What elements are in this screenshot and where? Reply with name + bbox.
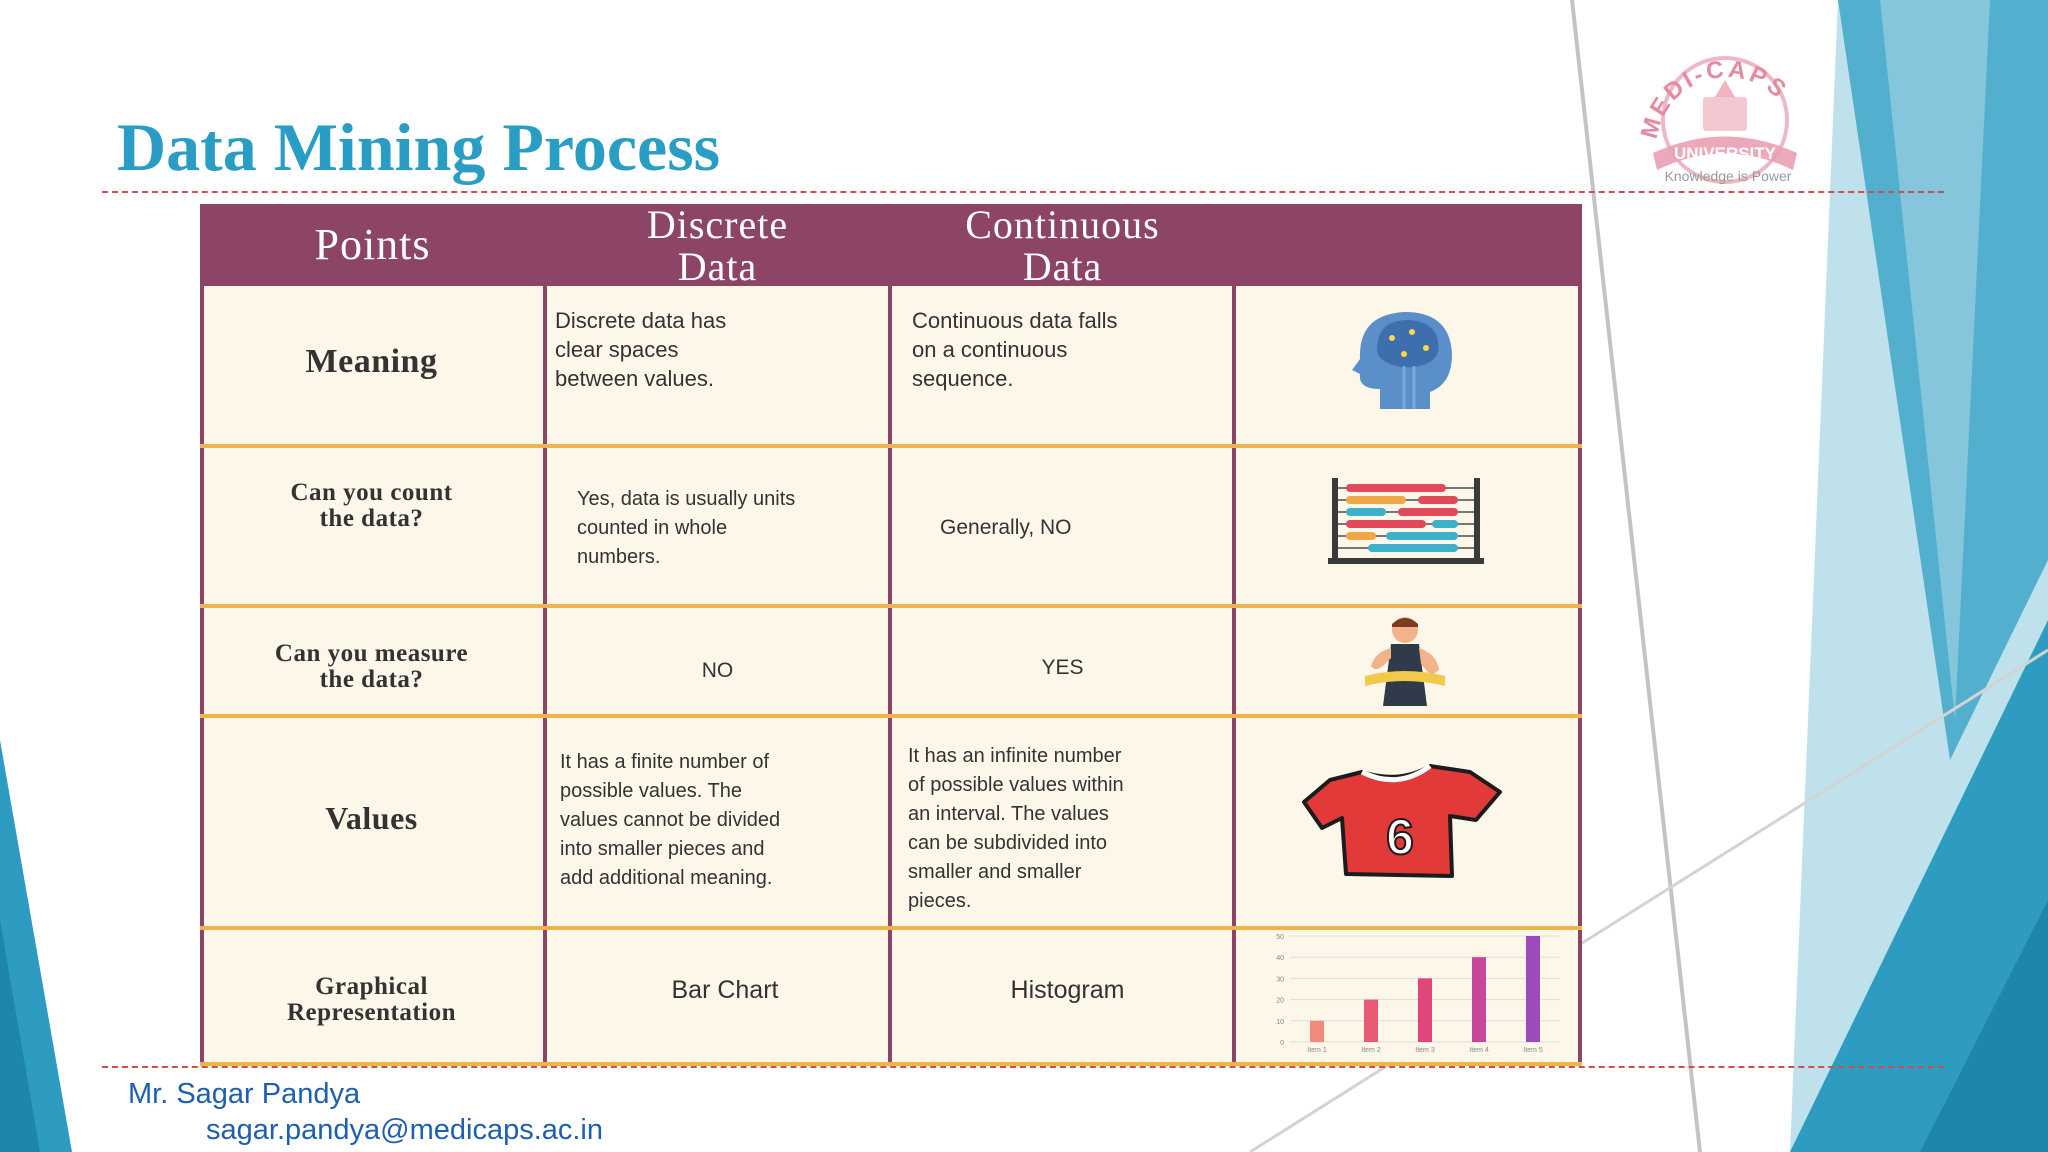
footer-divider (102, 1066, 1944, 1068)
chart-x-tick-label: Item 4 (1469, 1047, 1489, 1054)
jersey-number: 6 (1386, 809, 1414, 865)
header-continuous: Continuous Data (890, 204, 1235, 288)
chart-bar (1418, 978, 1432, 1042)
chart-y-tick-label: 40 (1276, 955, 1284, 962)
university-logo: MEDI-CAPS UNIVERSITY (1636, 56, 1797, 184)
jersey-six-icon: 6 (1302, 763, 1502, 878)
author-email[interactable]: sagar.pandya@medicaps.ac.in (206, 1114, 604, 1146)
title-divider (102, 191, 1944, 193)
row-label-line: the data? (319, 505, 424, 533)
comparison-table: Points Discrete Data Continuous Data Mea… (200, 204, 1582, 1066)
cell-line: sequence. (912, 366, 1014, 391)
measure-discrete-cell: NO (545, 656, 890, 685)
cell-line: Bar Chart (671, 976, 779, 1004)
row-label-values: Values (200, 800, 543, 836)
graphical-continuous-cell: Histogram (890, 976, 1245, 1005)
header-continuous-line1: Continuous (965, 202, 1160, 247)
chart-bar (1526, 936, 1540, 1042)
meaning-discrete-cell: Discrete data has clear spaces between v… (555, 306, 880, 393)
row-divider (200, 1062, 1582, 1066)
meaning-continuous-cell: Continuous data falls on a continuous se… (912, 306, 1227, 393)
cell-line: Histogram (1010, 976, 1125, 1004)
chart-bar (1472, 957, 1486, 1042)
header-points: Points (314, 220, 431, 269)
chart-x-tick-label: Item 3 (1415, 1047, 1435, 1054)
measure-continuous-cell: YES (890, 653, 1235, 682)
page-title: Data Mining Process (117, 109, 721, 185)
chart-x-tick-label: Item 1 (1307, 1047, 1327, 1054)
chart-y-tick-label: 30 (1276, 976, 1284, 983)
column-divider (543, 204, 547, 1066)
row-divider (200, 714, 1582, 718)
cell-line: can be subdivided into (908, 832, 1108, 854)
table-border-left (200, 204, 204, 1066)
row-divider (200, 444, 1582, 448)
header-discrete-line2: Data (677, 244, 758, 289)
row-label-line: Meaning (305, 343, 438, 380)
row-label-count: Can you count the data? (200, 479, 543, 533)
header-discrete: Discrete Data (545, 204, 890, 288)
cell-line: values cannot be divided (560, 809, 781, 831)
header-discrete-line1: Discrete (646, 202, 789, 247)
cell-line: Discrete data has (555, 308, 727, 333)
cell-line: Continuous data falls (912, 308, 1118, 333)
row-label-line: Representation (286, 999, 457, 1027)
cell-line: YES (1041, 656, 1084, 679)
chart-bar (1310, 1020, 1324, 1042)
chart-x-tick-label: Item 2 (1361, 1047, 1381, 1054)
cell-line: It has a finite number of (560, 751, 770, 773)
row-label-graphical: Graphical Representation (200, 973, 543, 1027)
chart-x-tick-label: Item 5 (1523, 1047, 1543, 1054)
header-continuous-line2: Data (1022, 244, 1103, 289)
cell-line: an interval. The values (908, 803, 1109, 825)
chart-y-tick-label: 10 (1276, 1019, 1284, 1026)
cell-line: add additional meaning. (560, 867, 773, 889)
cell-line: between values. (555, 366, 714, 391)
cell-line: NO (701, 659, 734, 682)
column-divider (888, 204, 892, 1066)
row-label-line: Values (325, 800, 418, 836)
chart-y-tick-label: 20 (1276, 998, 1284, 1005)
abacus-icon (1328, 478, 1484, 564)
row-label-line: Can you measure (274, 640, 469, 667)
measuring-tape-person-icon (1365, 617, 1445, 706)
count-continuous-cell: Generally, NO (940, 513, 1220, 542)
row-label-meaning: Meaning (200, 344, 543, 380)
logo-tagline: Knowledge is Power (1664, 168, 1792, 184)
row-label-line: Graphical (315, 973, 428, 1000)
chart-y-tick-label: 50 (1276, 934, 1284, 941)
values-discrete-cell: It has a finite number of possible value… (560, 748, 885, 893)
cell-line: clear spaces (555, 337, 679, 362)
cell-line: possible values. The (560, 780, 742, 802)
column-divider (1232, 204, 1236, 1066)
chart-bar (1364, 999, 1378, 1042)
row-label-line: Can you count (290, 479, 453, 506)
graphical-discrete-cell: Bar Chart (545, 976, 905, 1005)
cell-line: Generally, NO (940, 516, 1072, 539)
row-divider (200, 604, 1582, 608)
cell-line: into smaller pieces and (560, 838, 765, 860)
brain-head-icon (1352, 312, 1452, 409)
values-continuous-cell: It has an infinite number of possible va… (908, 742, 1228, 916)
row-divider (200, 926, 1582, 930)
cell-line: of possible values within (908, 774, 1124, 796)
row-label-measure: Can you measure the data? (200, 640, 543, 694)
cell-line: It has an infinite number (908, 745, 1122, 767)
row-label-line: the data? (319, 666, 424, 694)
cell-line: Yes, data is usually units (577, 488, 796, 510)
cell-line: counted in whole (577, 517, 728, 539)
cell-line: pieces. (908, 890, 972, 912)
cell-line: on a continuous (912, 337, 1068, 362)
chart-y-tick-label: 0 (1280, 1040, 1284, 1047)
count-discrete-cell: Yes, data is usually units counted in wh… (577, 485, 887, 572)
logo-ribbon-text: UNIVERSITY (1674, 144, 1777, 163)
table-border-right (1578, 204, 1582, 1066)
cell-line: smaller and smaller (908, 861, 1082, 883)
author-name: Mr. Sagar Pandya (128, 1078, 361, 1110)
cell-line: numbers. (577, 546, 661, 568)
